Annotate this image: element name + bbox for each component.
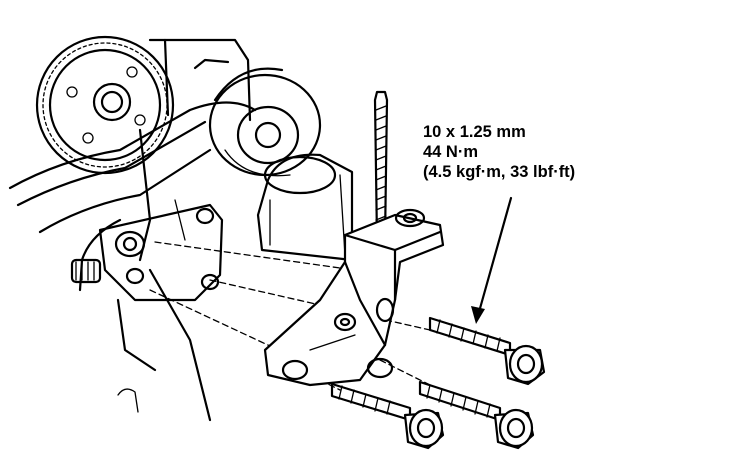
torque-spec-callout: 10 x 1.25 mm 44 N·m (4.5 kgf·m, 33 lbf·f… [423, 122, 575, 182]
cam-sprocket [35, 35, 175, 175]
leader-arrow [471, 196, 513, 324]
gear-stub [70, 258, 102, 284]
torque-alt-units-label: (4.5 kgf·m, 33 lbf·ft) [423, 163, 576, 181]
bolt-size-label: 10 x 1.25 mm [423, 123, 526, 141]
mounting-bracket [263, 208, 445, 387]
torque-nm-label: 44 N·m [423, 143, 479, 161]
bolt-upper [428, 316, 546, 386]
idler-pulley [208, 67, 322, 177]
engine-side-plate [98, 203, 224, 302]
bolt-lower-right [418, 380, 535, 450]
cylinder-housing [256, 153, 354, 262]
bolt-lower-left [330, 382, 445, 450]
